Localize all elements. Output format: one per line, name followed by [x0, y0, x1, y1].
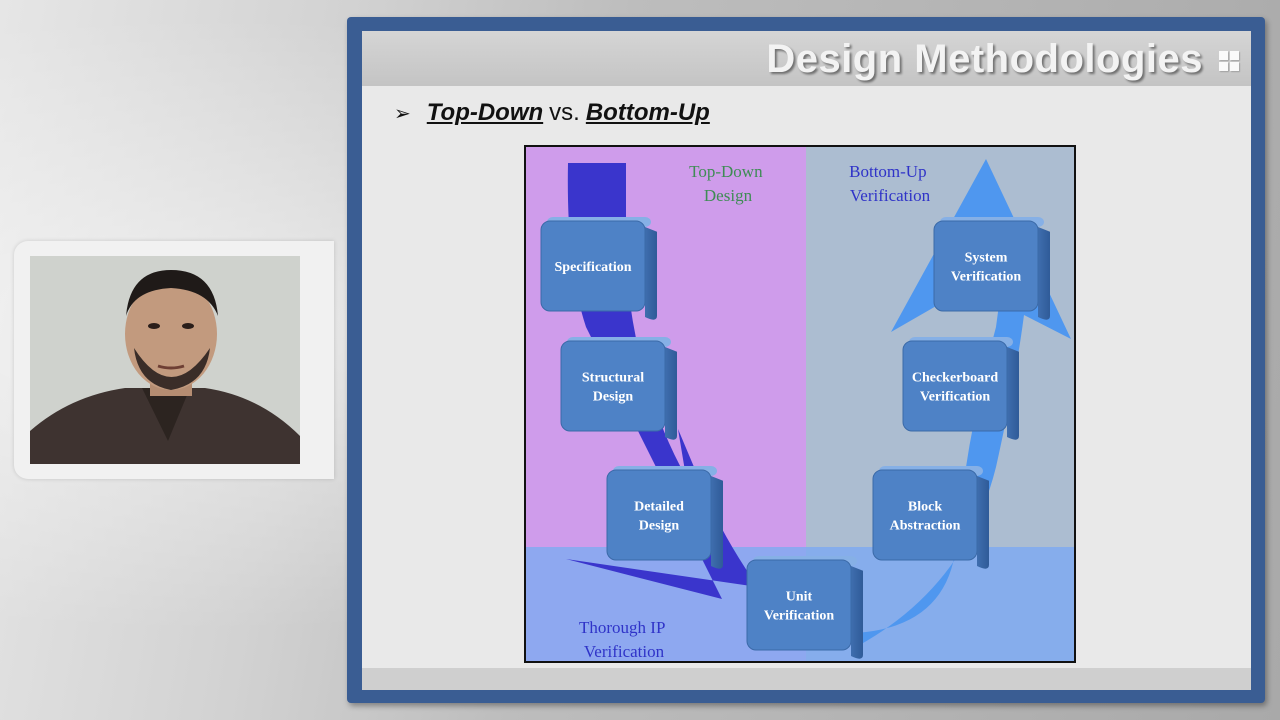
unit-box-label: Verification [764, 609, 834, 624]
speaker-video [30, 256, 300, 464]
ip-verification-label: Thorough IP Verification [579, 618, 669, 661]
structural-box-label: Design [593, 390, 634, 405]
specification-box: Specification [540, 217, 657, 320]
grid-icon [1219, 51, 1239, 71]
system-box-label: System [965, 251, 1008, 266]
detailed-box-label: Design [639, 519, 680, 534]
bottom-up-label: Bottom-Up Verification [849, 162, 931, 205]
v-model-diagram: Top-Down Design Bottom-Up Verification T… [524, 145, 1076, 663]
presenter-figure [30, 256, 300, 464]
unit-box-label: Unit [786, 590, 813, 605]
structural-box-label: Structural [582, 371, 644, 386]
slide-title-bar: Design Methodologies [362, 31, 1251, 86]
diagram-canvas: Top-Down Design Bottom-Up Verification T… [526, 147, 1074, 661]
checkerboard-box-label: Verification [920, 390, 990, 405]
block-box-label: Block [908, 500, 942, 515]
slide-footer-strip [362, 668, 1251, 690]
top-down-label: Top-Down Design [689, 162, 767, 205]
block-box-label: Abstraction [890, 519, 961, 534]
specification-box-label: Specification [555, 260, 632, 275]
term-bottom-up: Bottom-Up [585, 99, 710, 126]
system-box-label: Verification [951, 270, 1021, 285]
bullet-arrow-icon: ➢ [394, 103, 411, 125]
slide-title: Design Methodologies [766, 37, 1203, 81]
detailed-box-label: Detailed [634, 500, 684, 515]
checkerboard-box-label: Checkerboard [912, 371, 999, 386]
term-top-down: Top-Down [426, 99, 544, 126]
bullet-connector: vs. [549, 99, 580, 126]
